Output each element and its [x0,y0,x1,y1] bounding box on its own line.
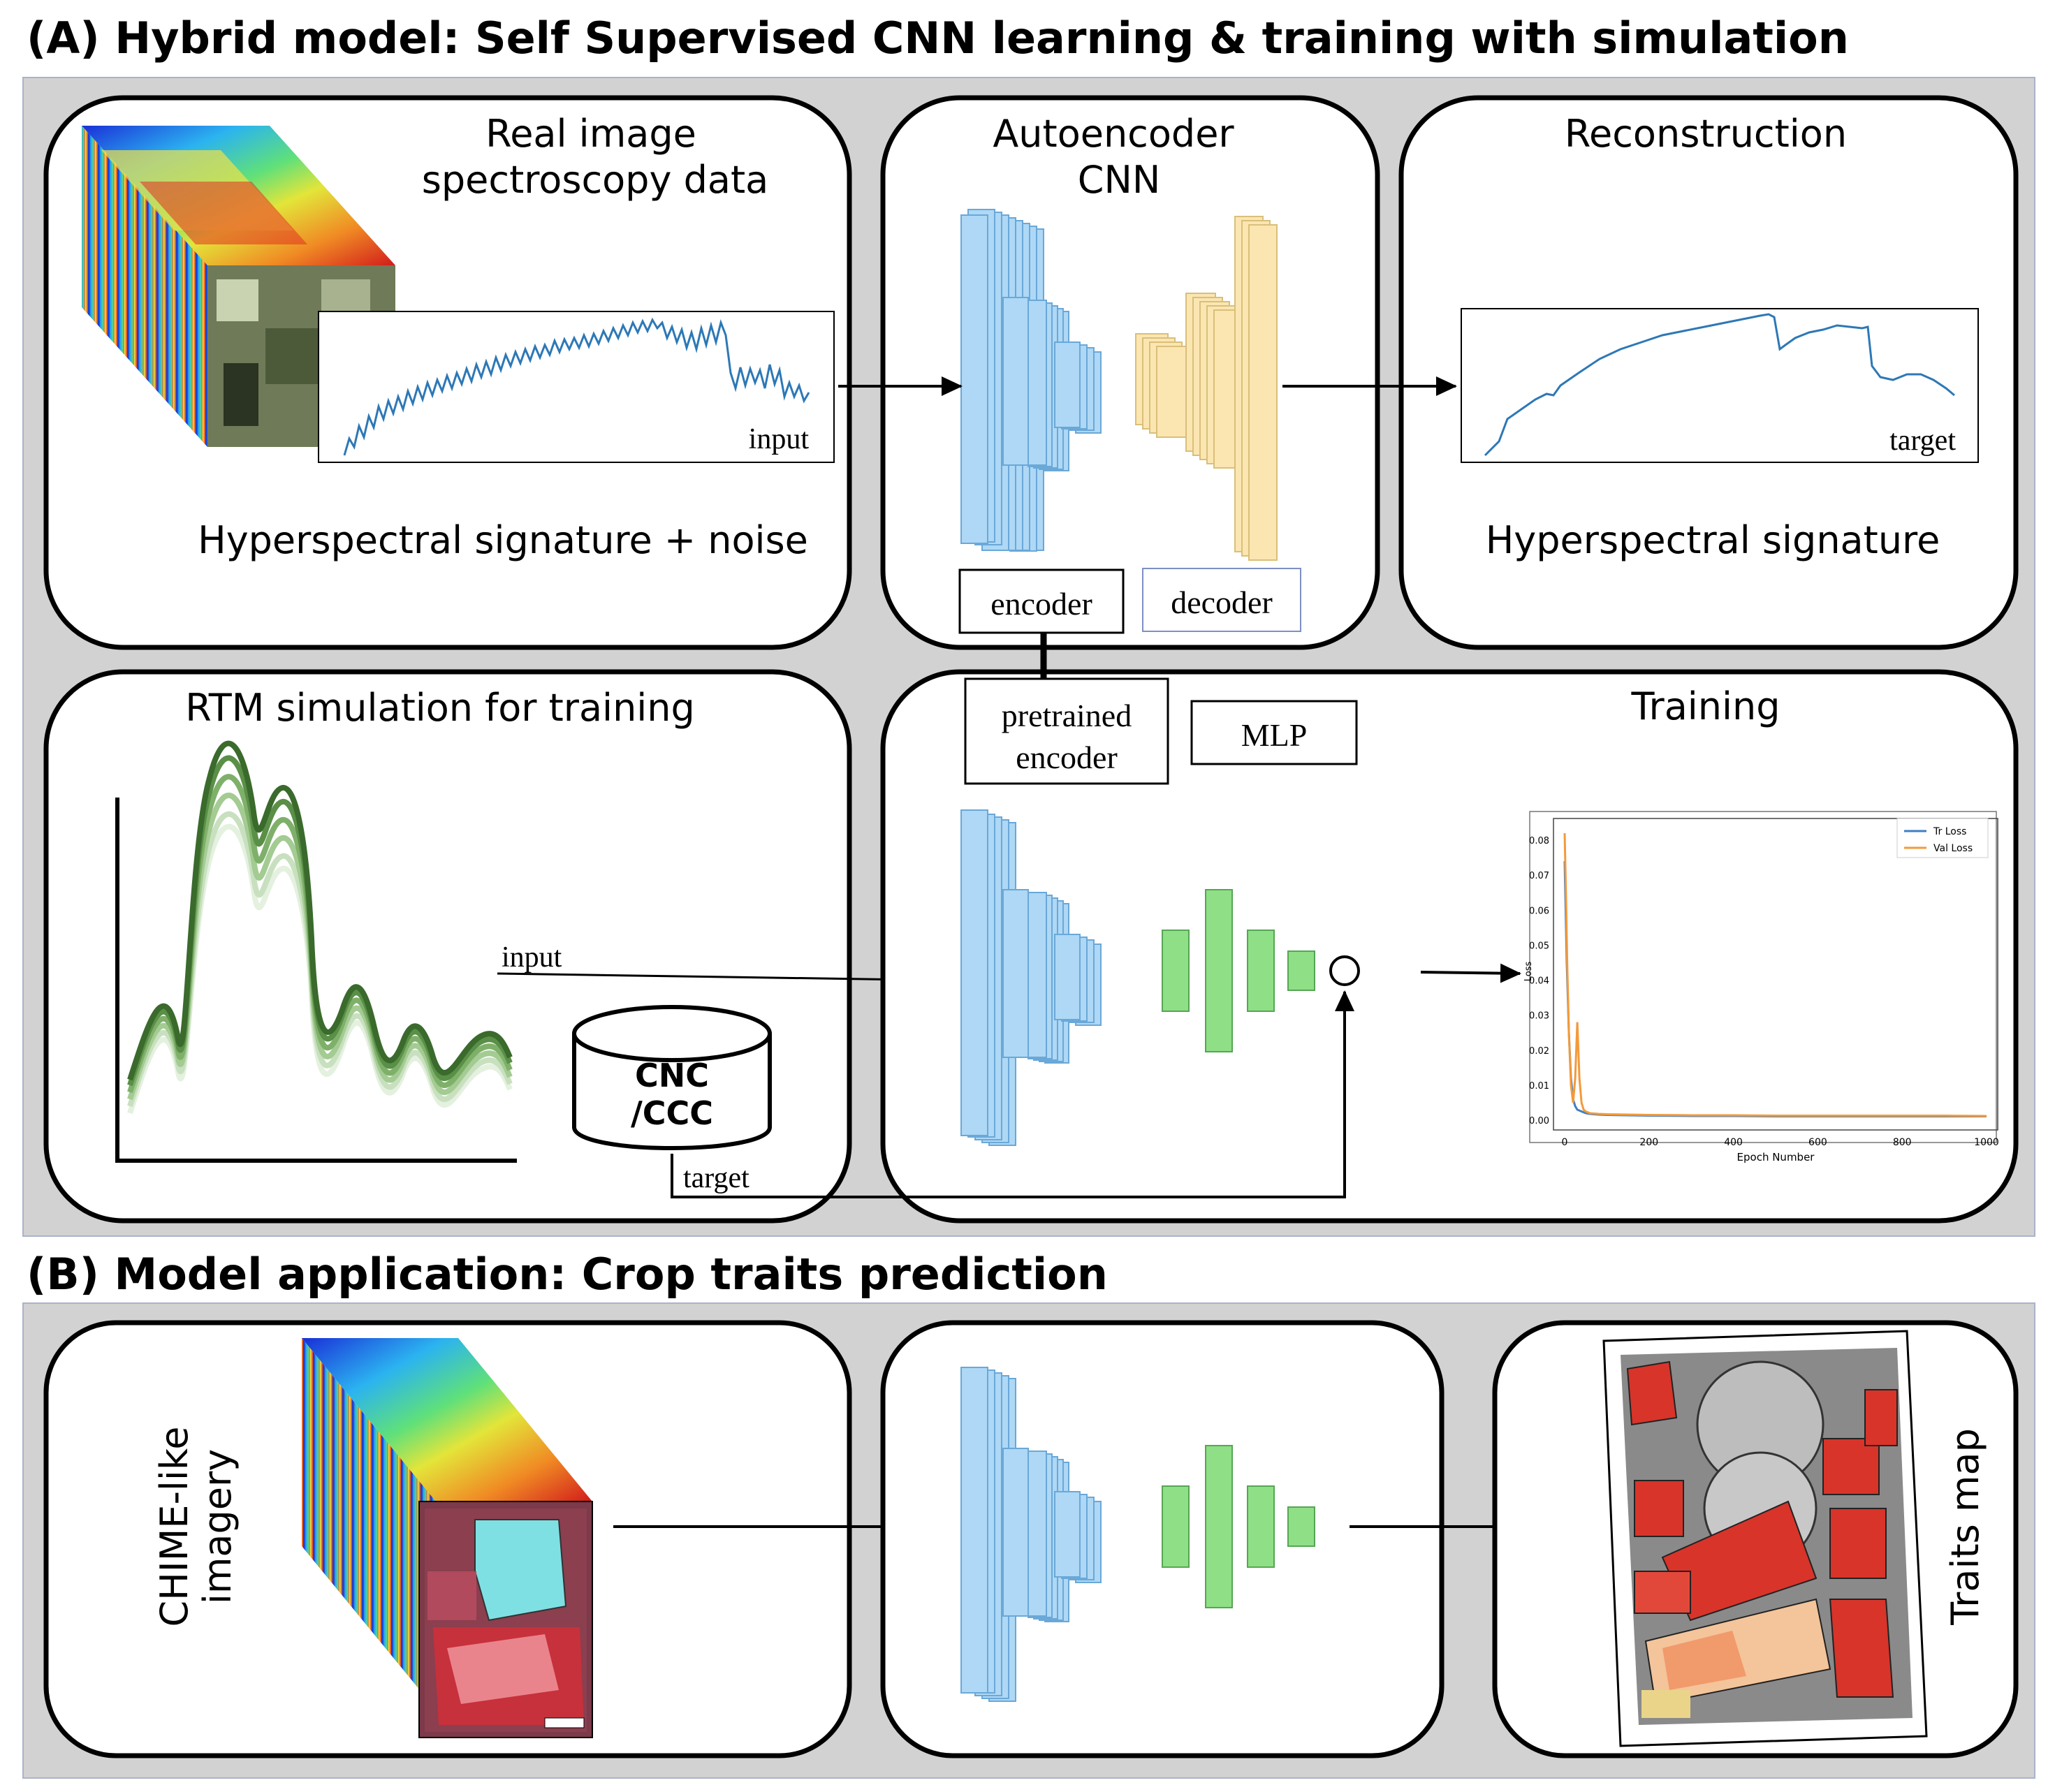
loss-chart-ytick-label: 0.05 [1529,941,1549,951]
panel-chime-imagery: CHIME-like imagery [43,1320,852,1758]
chime-cube-icon [302,1338,593,1738]
imagery-label-1: CHIME-like [152,1426,196,1626]
imagery-label-2: imagery [196,1449,240,1604]
panel-real-data: Real image spectroscopy data input Hyper… [43,95,852,650]
autoencoder-title-2: CNN [1078,158,1161,202]
reconstruction-title: Reconstruction [1565,112,1847,156]
rtm-input-label: input [502,941,562,974]
real-data-caption: Hyperspectral signature + noise [198,518,808,562]
decoder-box [1142,568,1301,632]
pretrained-label-2: encoder [1016,740,1118,775]
autoencoder-title-1: Autoencoder [993,112,1234,156]
hyperspectral-cube-icon [82,126,395,447]
noisy-signature-line [343,317,810,456]
panel-reconstruction: Reconstruction target Hyperspectral sign… [1398,95,2019,650]
arrow-node-to-loss [1420,963,1521,983]
reconstruction-caption: Hyperspectral signature [1486,518,1940,562]
traits-map-label: Traits map [1943,1428,1987,1626]
arrow-target-to-node [671,990,1354,1198]
real-data-input-label: input [749,423,810,455]
rtm-title: RTM simulation for training [185,686,695,730]
panel-application-model [880,1320,1445,1758]
application-encoder-layers [960,1367,1102,1702]
loss-chart-ytick-label: 0.02 [1529,1046,1549,1057]
section-b-title: (B) Model application: Crop traits predi… [27,1249,1108,1300]
mlp-box [1190,700,1358,765]
loss-chart-ytick-label: 0.01 [1529,1081,1549,1092]
arrow-rtm-input [497,970,958,990]
loss-chart-frame [1529,811,1997,1143]
training-title: Training [1630,684,1780,728]
pretrained-encoder-box [964,677,1169,785]
loss-series-line [1563,833,1987,1117]
loss-chart-xtick-label: 400 [1724,1137,1743,1148]
loss-chart-ytick-label: 0.07 [1529,871,1549,881]
encoder-label: encoder [990,586,1092,622]
loss-legend-label: Val Loss [1933,843,1973,854]
mlp-layers [1162,889,1315,1052]
section-a-title: (A) Hybrid model: Self Supervised CNN le… [27,13,1849,64]
mlp-label: MLP [1241,717,1308,753]
sum-node-icon [1329,955,1360,986]
application-mlp-layers [1162,1445,1315,1608]
loss-chart-xlabel: Epoch Number [1737,1151,1815,1163]
loss-chart-xtick-label: 200 [1639,1137,1658,1148]
loss-chart-xtick-label: 600 [1808,1137,1827,1148]
loss-chart-ytick-label: 0.00 [1529,1116,1549,1126]
real-data-title-2: spectroscopy data [422,158,768,202]
encoder-layers [960,209,1102,552]
db-label-1: CNC [635,1057,709,1094]
db-label-2: /CCC [631,1094,713,1132]
loss-chart-ylabel: Loss [1523,962,1534,982]
noisy-signature-plot [318,311,835,463]
loss-chart: 0.00 0.01 0.02 0.03 0.04 0.05 0.06 0.07 0.08 0 20… [1523,811,1999,1163]
loss-chart-xtick-label: 800 [1893,1137,1912,1148]
clean-signature-line [1484,313,1955,457]
loss-chart-xtick-label: 0 [1562,1137,1568,1148]
loss-chart-xtick-label: 1000 [1974,1137,1999,1148]
loss-chart-ytick-label: 0.03 [1529,1011,1549,1022]
clean-signature-plot [1461,308,1979,463]
decoder-label: decoder [1171,585,1273,620]
database-cylinder-icon [572,1005,772,1150]
loss-chart-plot-area [1553,818,1998,1131]
loss-chart-ytick-label: 0.06 [1529,906,1549,916]
loss-legend-box [1896,818,1989,858]
training-encoder-layers [960,809,1102,1146]
pretrained-label-1: pretrained [1002,698,1132,733]
loss-legend-label: Tr Loss [1933,826,1966,837]
real-data-title-1: Real image [485,112,696,156]
rtm-target-label: target [683,1162,749,1194]
panel-rtm: RTM simulation for training input CNC /C… [43,669,958,1224]
loss-chart-ytick-label: 0.04 [1529,976,1549,987]
encoder-box [958,568,1125,634]
rtm-spectra-plot [115,740,517,1163]
panel-traits-map: Traits map [1492,1320,2019,1758]
panel-autoencoder: Autoencoder CNN encoder decoder [880,95,1380,650]
panel-training: Training pretrained encoder MLP 0.00 0.01… [671,669,2019,1224]
traits-map-icon [1602,1330,1928,1747]
decoder-layers [1135,216,1278,561]
reconstruction-target-label: target [1889,425,1956,457]
loss-chart-ytick-label: 0.08 [1529,836,1549,846]
